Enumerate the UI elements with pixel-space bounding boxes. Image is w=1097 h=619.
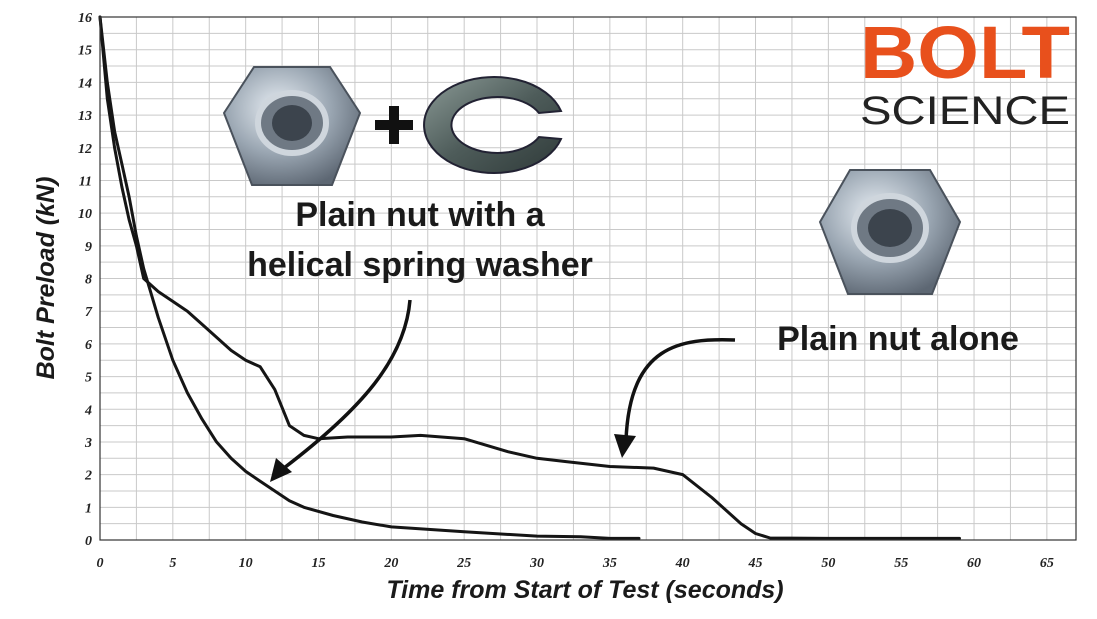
y-tick-label: 1	[85, 501, 92, 516]
arrow-spring-washer	[270, 299, 412, 482]
hex-nut-icon	[818, 169, 962, 295]
y-tick-label: 6	[85, 338, 92, 353]
x-tick-label: 15	[312, 556, 326, 571]
logo-science-text: SCIENCE	[860, 89, 1070, 133]
series-lines	[98, 15, 961, 540]
series-line-spring-washer	[98, 15, 641, 540]
x-tick-label: 25	[456, 556, 471, 571]
x-tick-label: 65	[1040, 556, 1054, 571]
x-tick-labels: 0 5 10 15 20 25 30 35 40 45 50 55 60 65	[97, 556, 1054, 571]
bolt-science-logo: BOLT SCIENCE	[860, 11, 1070, 133]
y-tick-label: 9	[85, 240, 92, 255]
spring-washer-icon	[423, 76, 563, 174]
y-tick-label: 0	[85, 534, 92, 549]
y-tick-label: 11	[79, 174, 92, 189]
y-tick-label: 3	[84, 436, 92, 451]
y-tick-label: 7	[85, 305, 93, 320]
y-tick-label: 10	[78, 207, 92, 222]
x-tick-label: 40	[675, 556, 690, 571]
annotation-plain-nut: Plain nut alone	[777, 320, 1019, 358]
x-tick-label: 60	[967, 556, 981, 571]
y-tick-label: 15	[78, 44, 92, 59]
series-line-plain-nut	[98, 15, 961, 540]
x-axis-label: Time from Start of Test (seconds)	[386, 576, 783, 604]
hex-nut-icon	[222, 66, 362, 186]
annotation-spring-washer-line2: helical spring washer	[247, 246, 593, 284]
x-tick-label: 30	[529, 556, 544, 571]
x-tick-label: 20	[383, 556, 398, 571]
y-tick-label: 5	[85, 371, 92, 386]
x-tick-label: 45	[748, 556, 763, 571]
x-tick-label: 5	[169, 556, 176, 571]
y-tick-label: 4	[84, 403, 92, 418]
x-tick-label: 55	[894, 556, 908, 571]
plus-icon	[375, 106, 413, 144]
annotation-spring-washer-line1: Plain nut with a	[295, 196, 545, 234]
logo-bolt-text: BOLT	[860, 11, 1070, 94]
x-tick-label: 0	[97, 556, 104, 571]
plot-frame	[99, 16, 1077, 541]
y-tick-label: 13	[78, 109, 92, 124]
x-tick-label: 10	[239, 556, 253, 571]
y-axis-label: Bolt Preload (kN)	[32, 177, 60, 380]
y-tick-label: 16	[78, 11, 92, 26]
y-tick-label: 12	[78, 142, 92, 157]
x-tick-label: 50	[821, 556, 835, 571]
arrow-plain-nut	[614, 337, 736, 458]
x-tick-label: 35	[602, 556, 617, 571]
y-tick-label: 2	[84, 469, 92, 484]
y-tick-label: 8	[85, 273, 92, 288]
y-tick-label: 14	[78, 76, 92, 91]
